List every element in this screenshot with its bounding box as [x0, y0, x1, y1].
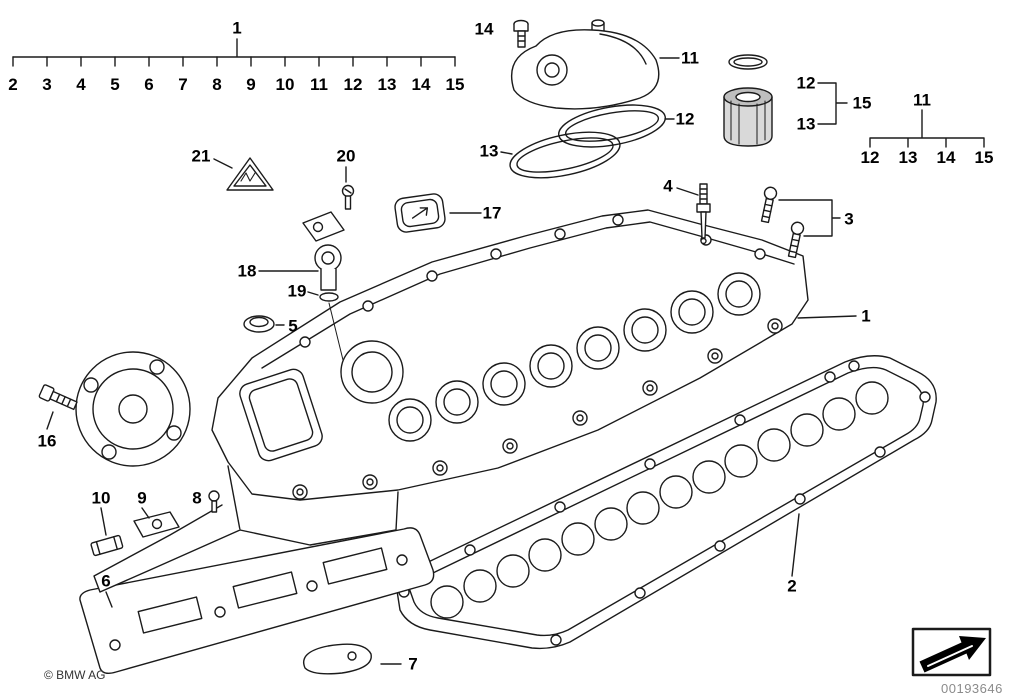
callout-17-cap: 17 — [482, 203, 502, 223]
callout-7-bracket: 7 — [408, 654, 418, 674]
camshaft-sensor-18 — [302, 211, 345, 291]
callout-12-oring: 12 — [796, 73, 816, 93]
cap-17 — [394, 193, 446, 233]
screw-20 — [341, 184, 355, 210]
bolt-14 — [513, 19, 529, 48]
valve-cover — [93, 209, 809, 593]
callout-12-breather-gasket: 12 — [675, 109, 695, 129]
callout-14-bolt: 14 — [474, 19, 494, 39]
cover-gasket-2 — [394, 355, 937, 650]
vacuum-pump-flange — [75, 351, 191, 467]
legend-item-5: 5 — [110, 75, 120, 94]
callout-9-bracket: 9 — [137, 488, 147, 508]
gasket-6 — [79, 527, 435, 675]
legend-item-14: 14 — [411, 75, 431, 94]
callout-5-cap: 5 — [288, 316, 298, 336]
legend-right-item-13: 13 — [898, 148, 918, 167]
legend-right-item-15: 15 — [974, 148, 994, 167]
cap-5 — [243, 315, 275, 333]
screw-8 — [208, 490, 220, 513]
cover-ports — [388, 272, 761, 442]
callout-16-bolt: 16 — [37, 431, 57, 451]
breather-cover-11 — [510, 19, 660, 110]
oring-12 — [728, 54, 768, 70]
callout-13-sleeve: 13 — [796, 114, 816, 134]
callout-3-bolts: 3 — [844, 209, 854, 229]
callout-18-sensor: 18 — [237, 261, 257, 281]
callout-21-triangle: 21 — [191, 146, 211, 166]
callout-8-screw: 8 — [192, 488, 202, 508]
plug-4 — [696, 183, 711, 245]
legend-top-bracket — [12, 38, 456, 67]
bolt-16 — [38, 384, 78, 411]
bracket-9 — [133, 511, 180, 538]
legend-right-item-12: 12 — [860, 148, 880, 167]
callout-1-legend-group: 1 — [232, 18, 242, 38]
legend-item-10: 10 — [275, 75, 295, 94]
gasket-2-ring-chain — [430, 381, 889, 619]
legend-item-6: 6 — [144, 75, 154, 94]
legend-right-bracket — [869, 109, 985, 148]
oring-19 — [319, 292, 339, 302]
legend-item-9: 9 — [246, 75, 256, 94]
callout-19-oring: 19 — [287, 281, 307, 301]
oil-filler-neck — [340, 340, 404, 404]
sleeve-13 — [723, 87, 773, 147]
cover-bolt-bosses — [292, 318, 783, 500]
sleeve-group-bracket — [817, 82, 848, 125]
callout-11-legend-group: 11 — [913, 90, 931, 110]
warning-triangle-icon — [226, 157, 274, 191]
bolt-group-bracket — [778, 199, 841, 237]
legend-item-11: 11 — [310, 75, 328, 94]
callout-13-gasket: 13 — [479, 141, 499, 161]
legend-right-item-14: 14 — [936, 148, 956, 167]
callout-15-group: 15 — [852, 93, 872, 113]
legend-item-4: 4 — [76, 75, 86, 94]
clip-10 — [90, 534, 124, 557]
image-number: 00193646 — [941, 681, 1003, 696]
legend-item-3: 3 — [42, 75, 52, 94]
direction-arrow-icon — [911, 627, 992, 677]
gasket-13 — [509, 131, 621, 179]
callout-11-breather-cover: 11 — [681, 48, 699, 68]
legend-right-items: 12 13 14 15 — [851, 149, 1003, 166]
bolt-3b — [787, 221, 805, 259]
callout-4-plug: 4 — [663, 176, 673, 196]
legend-item-15: 15 — [445, 75, 465, 94]
callout-10-clip: 10 — [91, 488, 111, 508]
copyright-text: © BMW AG — [44, 668, 106, 682]
callout-2-gasket: 2 — [787, 576, 797, 596]
legend-item-12: 12 — [343, 75, 363, 94]
legend-top-items: 2 3 4 5 6 7 8 9 10 11 12 13 14 15 — [0, 76, 472, 93]
legend-item-2: 2 — [8, 75, 18, 94]
bracket-7 — [303, 643, 372, 675]
callout-20-screw: 20 — [336, 146, 356, 166]
sensor-install-line — [328, 302, 344, 361]
callout-1-cover: 1 — [861, 306, 871, 326]
cover-left-opening — [239, 368, 323, 462]
legend-item-13: 13 — [377, 75, 397, 94]
legend-item-7: 7 — [178, 75, 188, 94]
legend-item-8: 8 — [212, 75, 222, 94]
bolt-3a — [760, 186, 778, 224]
callout-6-gasket: 6 — [101, 571, 111, 591]
gasket-2-bolt-holes — [398, 360, 931, 646]
leader-lines — [46, 57, 857, 665]
